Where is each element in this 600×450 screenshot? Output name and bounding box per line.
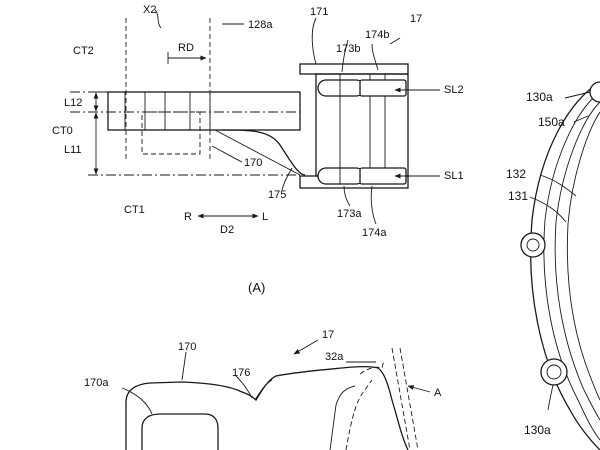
label-d2: D2 (220, 224, 234, 236)
label-131: 131 (508, 189, 528, 203)
arm-body-170 (107, 91, 306, 176)
label-rd: RD (178, 42, 194, 54)
label-32a: 32a (325, 351, 344, 363)
label-128a: 128a (248, 19, 273, 31)
vertical-dashed-axis-x2 (125, 18, 211, 160)
label-132: 132 (506, 167, 526, 181)
label-130a-top: 130a (526, 90, 553, 104)
view-a-arrow (407, 385, 431, 393)
label-l: L (262, 211, 268, 223)
label-x2: X2 (143, 4, 156, 16)
bracket-171 (299, 63, 409, 189)
hole-170a (141, 413, 219, 450)
label-175: 175 (268, 189, 286, 201)
label-170a: 170a (84, 377, 109, 389)
label-l11: L11 (64, 144, 82, 156)
figure-caption-a: (A) (248, 280, 265, 295)
label-sl2: SL2 (444, 84, 464, 96)
label-171: 171 (310, 6, 328, 18)
label-170: 170 (244, 157, 262, 169)
label-a: A (434, 387, 442, 399)
diagram-b: 17 170 170a 176 32a A (84, 329, 442, 450)
label-150a: 150a (538, 115, 565, 129)
label-130a-bottom: 130a (524, 423, 551, 437)
part-170-outline (125, 365, 409, 450)
label-176: 176 (232, 367, 250, 379)
label-ct2: CT2 (73, 45, 94, 57)
label-sl1: SL1 (444, 170, 464, 182)
label-ct1: CT1 (124, 204, 145, 216)
label-173a: 173a (337, 208, 362, 220)
label-174b: 174b (365, 29, 389, 41)
boss-middle (520, 232, 546, 258)
label-17-b: 17 (322, 329, 334, 341)
label-l12: L12 (64, 97, 82, 109)
label-17: 17 (410, 13, 422, 25)
ref-17-arrow (293, 339, 319, 355)
diagram-c: 130a 150a 132 131 130a (506, 81, 600, 450)
label-173b: 173b (336, 43, 360, 55)
label-174a: 174a (362, 227, 387, 239)
label-r: R (184, 211, 192, 223)
leader-lines (154, 9, 401, 225)
label-ct0: CT0 (52, 125, 73, 137)
diagram-a: X2 128a 171 17 174b 173b CT2 RD SL2 L12 … (52, 4, 464, 295)
label-170-b: 170 (178, 341, 196, 353)
boss-lower (540, 358, 568, 386)
